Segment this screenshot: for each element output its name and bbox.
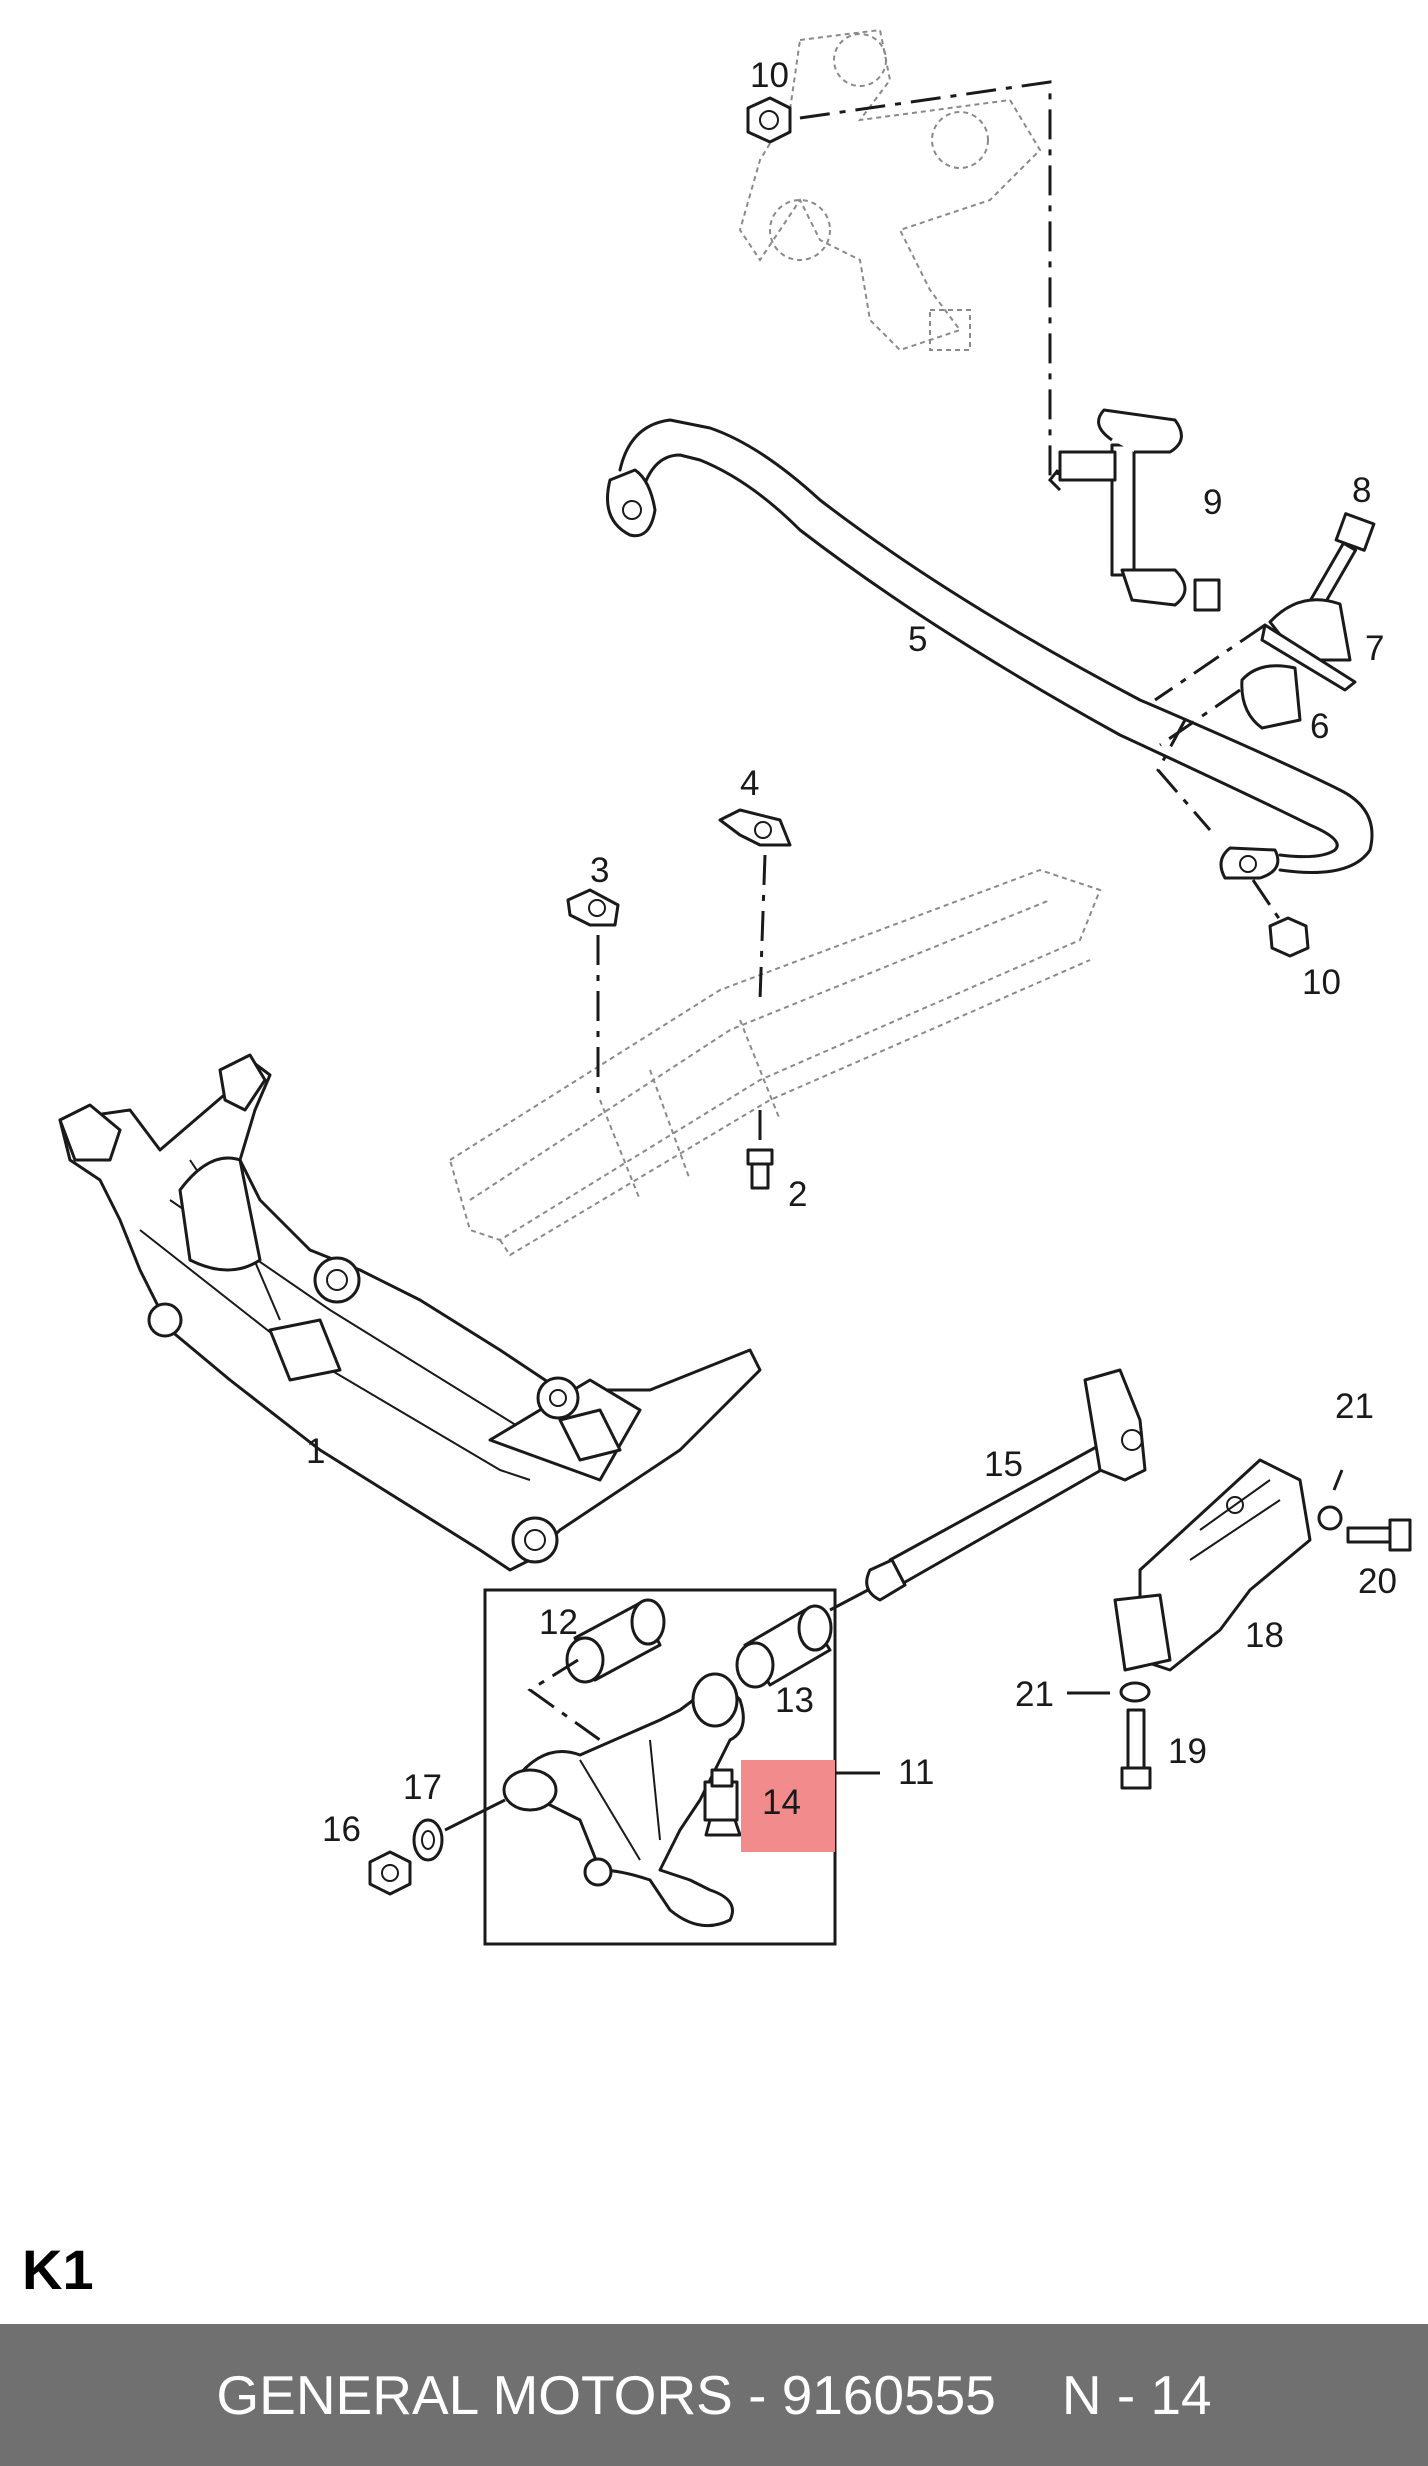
bolt-19 [1120,1708,1152,1790]
callout-14: 14 [762,1783,801,1822]
callout-21-bottom: 21 [1015,1675,1054,1714]
callout-4: 4 [740,764,760,803]
footer-bar: GENERAL MOTORS - 9160555 N - 14 [0,2324,1428,2466]
kit-label: K1 [22,2238,94,2301]
bushing-13 [735,1604,833,1689]
callout-21-top: 21 [1335,1387,1374,1426]
bracket-4 [718,808,792,847]
callout-5: 5 [908,620,928,659]
callout-6: 6 [1310,707,1330,746]
steering-knuckle-ghost [738,28,1042,352]
bolt-20 [1346,1518,1412,1552]
callout-19: 19 [1168,1732,1207,1771]
callout-9: 9 [1203,483,1223,522]
ball-joint-14 [703,1768,742,1837]
clamp-7 [1260,598,1357,692]
washer-21-top [1317,1505,1343,1531]
stabilizer-bar-5 [606,418,1374,880]
nut-16 [368,1850,412,1896]
callout-3: 3 [590,851,610,890]
callout-15: 15 [984,1445,1023,1484]
bolt-8 [1306,512,1376,613]
stabilizer-link-9 [1058,408,1221,612]
callout-12: 12 [539,1603,578,1642]
subframe-1 [58,1053,762,1572]
bolt-2 [746,1148,774,1190]
callout-8: 8 [1352,471,1372,510]
bracket-3 [566,888,620,927]
callout-17: 17 [403,1768,442,1807]
control-arm-kit-frame [483,1588,837,1946]
nut-10-bottom [1268,916,1310,958]
washer-17 [412,1818,444,1862]
highlight-part-14 [741,1760,835,1852]
footer-position: N - 14 [1061,2363,1212,2426]
bracket-18 [1113,1458,1312,1672]
callout-11: 11 [898,1753,935,1792]
callout-13: 13 [775,1681,814,1720]
callout-18: 18 [1245,1616,1284,1655]
lower-control-arm-11 [502,1672,745,1928]
nut-10-top [746,96,792,144]
callout-2: 2 [788,1175,808,1214]
callout-16: 16 [322,1810,361,1849]
washer-21-bottom [1119,1681,1151,1703]
bushing-12 [565,1598,666,1684]
callout-1: 1 [306,1432,326,1471]
body-side-member-ghost [448,868,1102,1257]
callout-20: 20 [1358,1562,1397,1601]
tension-rod-15 [865,1368,1147,1602]
callout-10-top: 10 [750,56,789,95]
callout-7: 7 [1365,629,1385,668]
bushing-6 [1240,664,1302,730]
callout-10-bottom: 10 [1302,963,1341,1002]
footer-part-number: GENERAL MOTORS - 9160555 [216,2363,996,2426]
